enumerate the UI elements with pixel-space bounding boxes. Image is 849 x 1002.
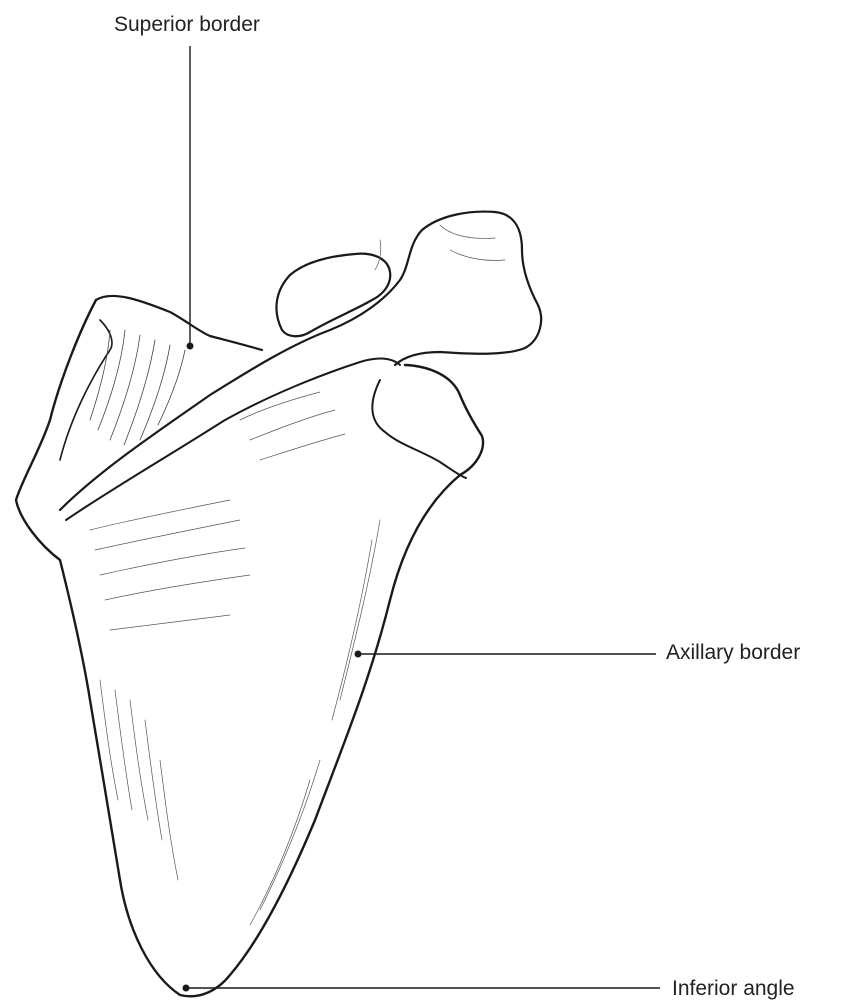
marker-dot-axillary [355,651,362,658]
supraspinous-ridge [60,320,112,460]
marker-dot-superior [187,343,194,350]
supraspinous-outline [96,296,262,350]
label-axillary-border: Axillary border [666,642,800,663]
marker-dot-inferior [183,985,190,992]
spine-lower-edge [66,358,400,520]
hatching-supraspinous [90,330,185,445]
glenoid-region [372,380,466,478]
hatching-spine [375,225,505,270]
label-inferior-angle: Inferior angle [672,978,795,999]
scapula-outline [16,300,483,996]
label-superior-border: Superior border [114,14,260,35]
coracoid-process [276,254,390,337]
spine-upper-edge [60,212,541,510]
hatching-axillary [250,520,380,925]
hatching-infraspinous [90,392,345,880]
